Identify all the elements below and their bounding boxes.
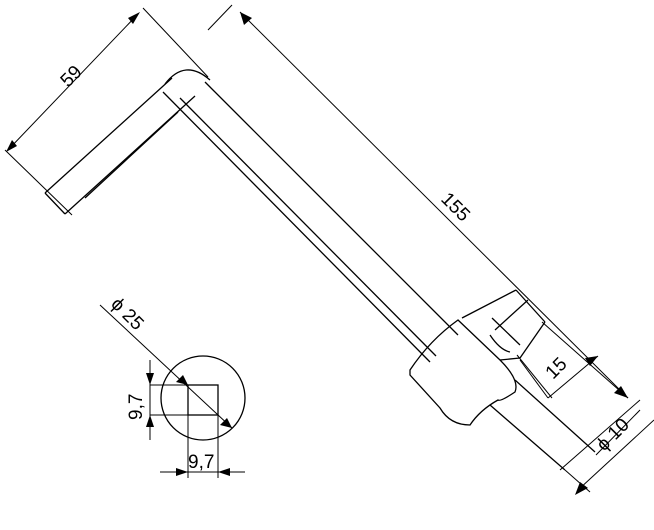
- label-phi-10: ϕ 10: [593, 414, 634, 455]
- lower-shaft: [489, 379, 596, 471]
- dimension-9-7-horizontal: 9,7: [160, 415, 245, 478]
- head-cross-section: ϕ 25: [99, 294, 246, 441]
- dimension-9-7-vertical: 9,7: [126, 360, 188, 440]
- short-handle-leg: [44, 69, 211, 215]
- long-shaft: [162, 81, 459, 363]
- label-9-7-vertical: 9,7: [126, 394, 147, 420]
- dimension-phi-10: ϕ 10: [559, 399, 654, 495]
- label-phi-25: ϕ 25: [106, 294, 147, 335]
- label-59: 59: [57, 62, 87, 92]
- label-155: 155: [436, 189, 473, 226]
- label-9-7-horizontal: 9,7: [188, 452, 214, 473]
- socket-head: [409, 289, 546, 426]
- label-15: 15: [542, 354, 572, 384]
